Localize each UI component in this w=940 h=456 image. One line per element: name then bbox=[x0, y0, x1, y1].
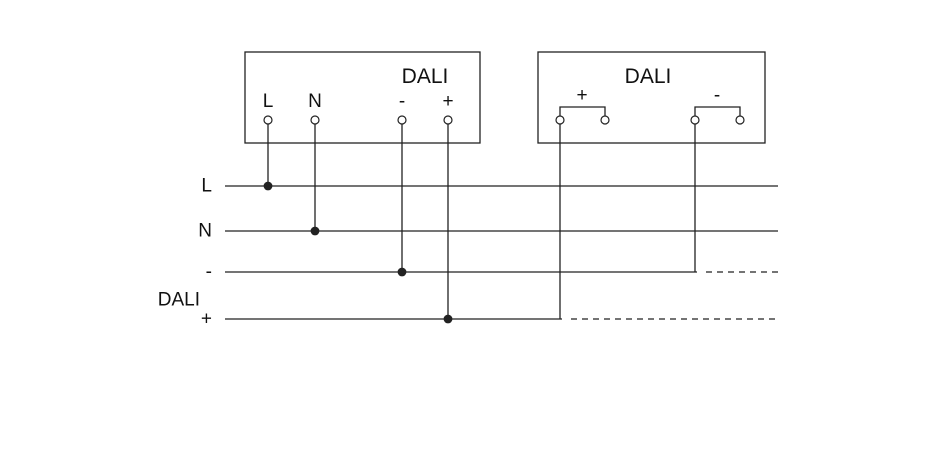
junction-dot-n bbox=[310, 226, 320, 236]
right-terminal-circle-minus-b bbox=[735, 115, 745, 125]
left-device-box: DALI L N - + bbox=[244, 51, 481, 144]
bus-label-plus: + bbox=[201, 309, 212, 330]
bus-group-label-dali: DALI bbox=[158, 290, 200, 311]
right-device-box: DALI + - bbox=[537, 51, 766, 144]
left-terminal-label-n: N bbox=[308, 91, 322, 112]
left-terminal-label-minus: - bbox=[399, 91, 405, 112]
bus-label-n: N bbox=[198, 221, 212, 242]
left-device-outline bbox=[244, 51, 481, 144]
junction-dots bbox=[263, 181, 453, 324]
drop-wires bbox=[267, 124, 696, 319]
left-terminal-circle-minus bbox=[397, 115, 407, 125]
junction-dot-minus bbox=[397, 267, 407, 277]
right-minus-label: - bbox=[714, 85, 720, 106]
left-terminal-label-l: L bbox=[263, 91, 274, 112]
right-plus-label: + bbox=[576, 85, 587, 106]
left-terminal-circle-n bbox=[310, 115, 320, 125]
left-device-title: DALI bbox=[402, 65, 449, 88]
right-plus-bracket bbox=[559, 106, 606, 116]
junction-dot-l bbox=[263, 181, 273, 191]
left-terminal-circle-plus bbox=[443, 115, 453, 125]
bus-labels: L N - DALI + bbox=[158, 176, 212, 330]
bus-label-l: L bbox=[201, 176, 212, 197]
left-terminal-label-plus: + bbox=[442, 91, 453, 112]
right-device-title: DALI bbox=[625, 65, 672, 88]
bus-label-minus: - bbox=[206, 262, 212, 283]
junction-dot-plus bbox=[443, 314, 453, 324]
right-terminal-circle-minus-a bbox=[690, 115, 700, 125]
right-terminal-circle-plus-b bbox=[600, 115, 610, 125]
right-device-outline bbox=[537, 51, 766, 144]
right-terminal-circle-plus-a bbox=[555, 115, 565, 125]
right-minus-bracket bbox=[694, 106, 741, 116]
left-terminal-circle-l bbox=[263, 115, 273, 125]
